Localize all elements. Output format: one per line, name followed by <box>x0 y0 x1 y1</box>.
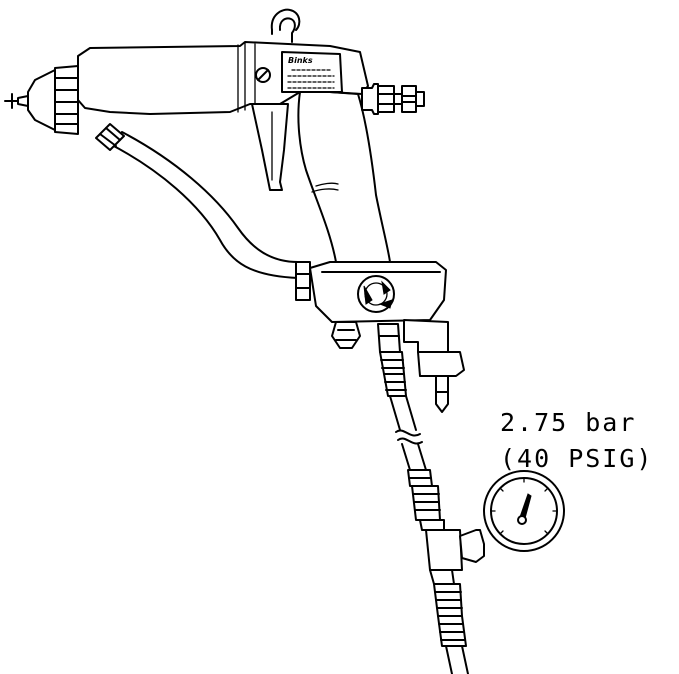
upper-hose-coupling <box>377 323 407 397</box>
lower-hose <box>429 569 469 674</box>
air-hose <box>389 395 427 471</box>
handle-grip <box>297 91 391 263</box>
regulator-block <box>403 319 465 413</box>
trigger-pivot-screw <box>255 67 271 83</box>
hanger-hook <box>270 8 301 43</box>
pressure-bar-label: 2.75 bar <box>500 408 637 437</box>
brand-plate: Binks <box>281 51 343 93</box>
pressure-psig-label: (40 PSIG) <box>500 444 654 473</box>
air-cap <box>4 65 79 135</box>
brand-logo-text: Binks <box>288 56 313 65</box>
air-valve-fitting <box>361 83 425 115</box>
fluid-tube <box>95 123 311 301</box>
pressure-gauge <box>483 470 565 552</box>
tee-fitting <box>425 529 485 571</box>
trigger <box>251 103 289 191</box>
gauge-coupling <box>407 469 445 531</box>
base-manifold <box>309 261 447 349</box>
